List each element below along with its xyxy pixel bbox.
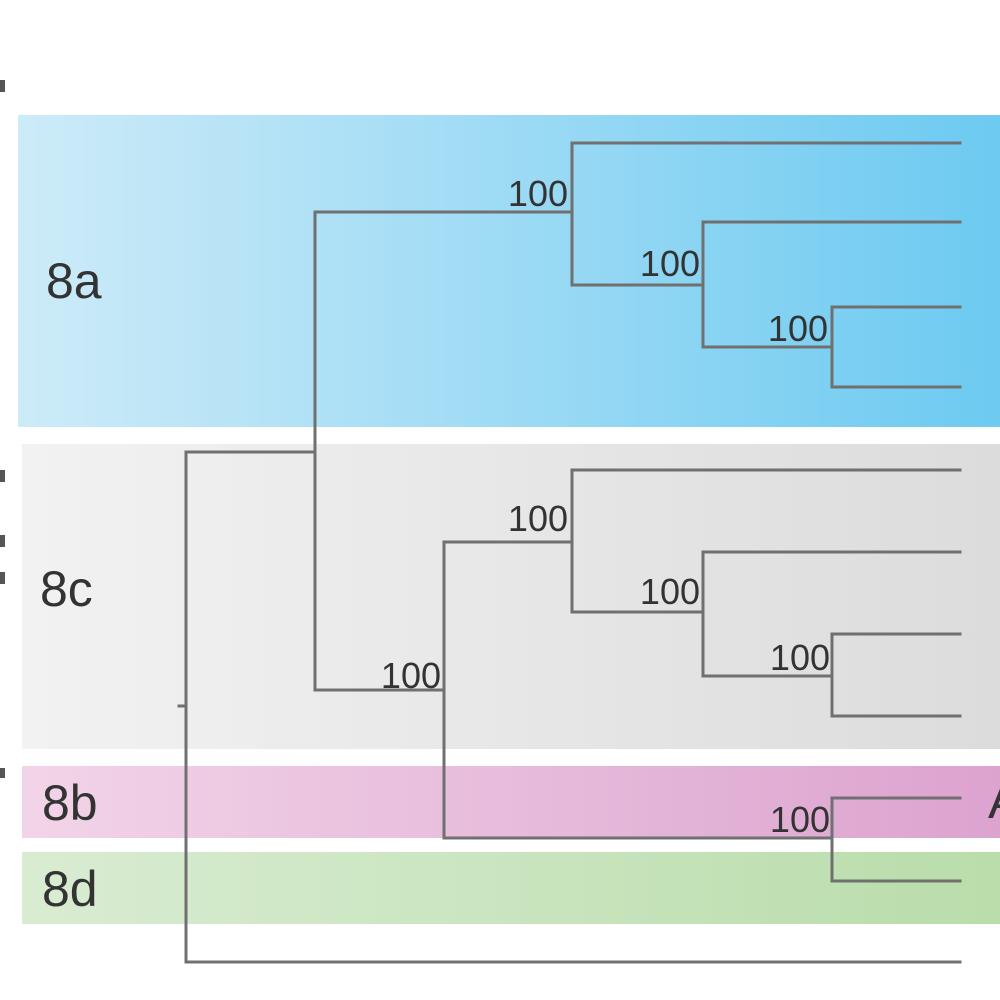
clade-band-8b (22, 766, 1000, 838)
cut-off-taxon-label: A (988, 773, 1000, 829)
clade-band-8a (18, 115, 1000, 427)
support-value-8a-inner: 100 (640, 243, 700, 284)
clade-label-8b: 8b (42, 775, 98, 831)
clade-label-8c: 8c (40, 561, 93, 617)
clade-band-8d (22, 852, 1000, 924)
support-value-8a-tip: 100 (768, 308, 828, 349)
clade-label-8d: 8d (42, 861, 98, 917)
tree-branches (177, 141, 962, 964)
support-value-8a-root: 100 (508, 173, 568, 214)
support-value-8bd: 100 (770, 799, 830, 840)
support-value-node-b: 100 (381, 655, 441, 696)
support-value-8c-root: 100 (508, 498, 568, 539)
support-value-8c-inner: 100 (640, 571, 700, 612)
left-edge-marks (0, 80, 5, 778)
clade-band-8c (22, 444, 1000, 749)
support-value-8c-tip: 100 (770, 637, 830, 678)
clade-label-8a: 8a (46, 253, 102, 309)
